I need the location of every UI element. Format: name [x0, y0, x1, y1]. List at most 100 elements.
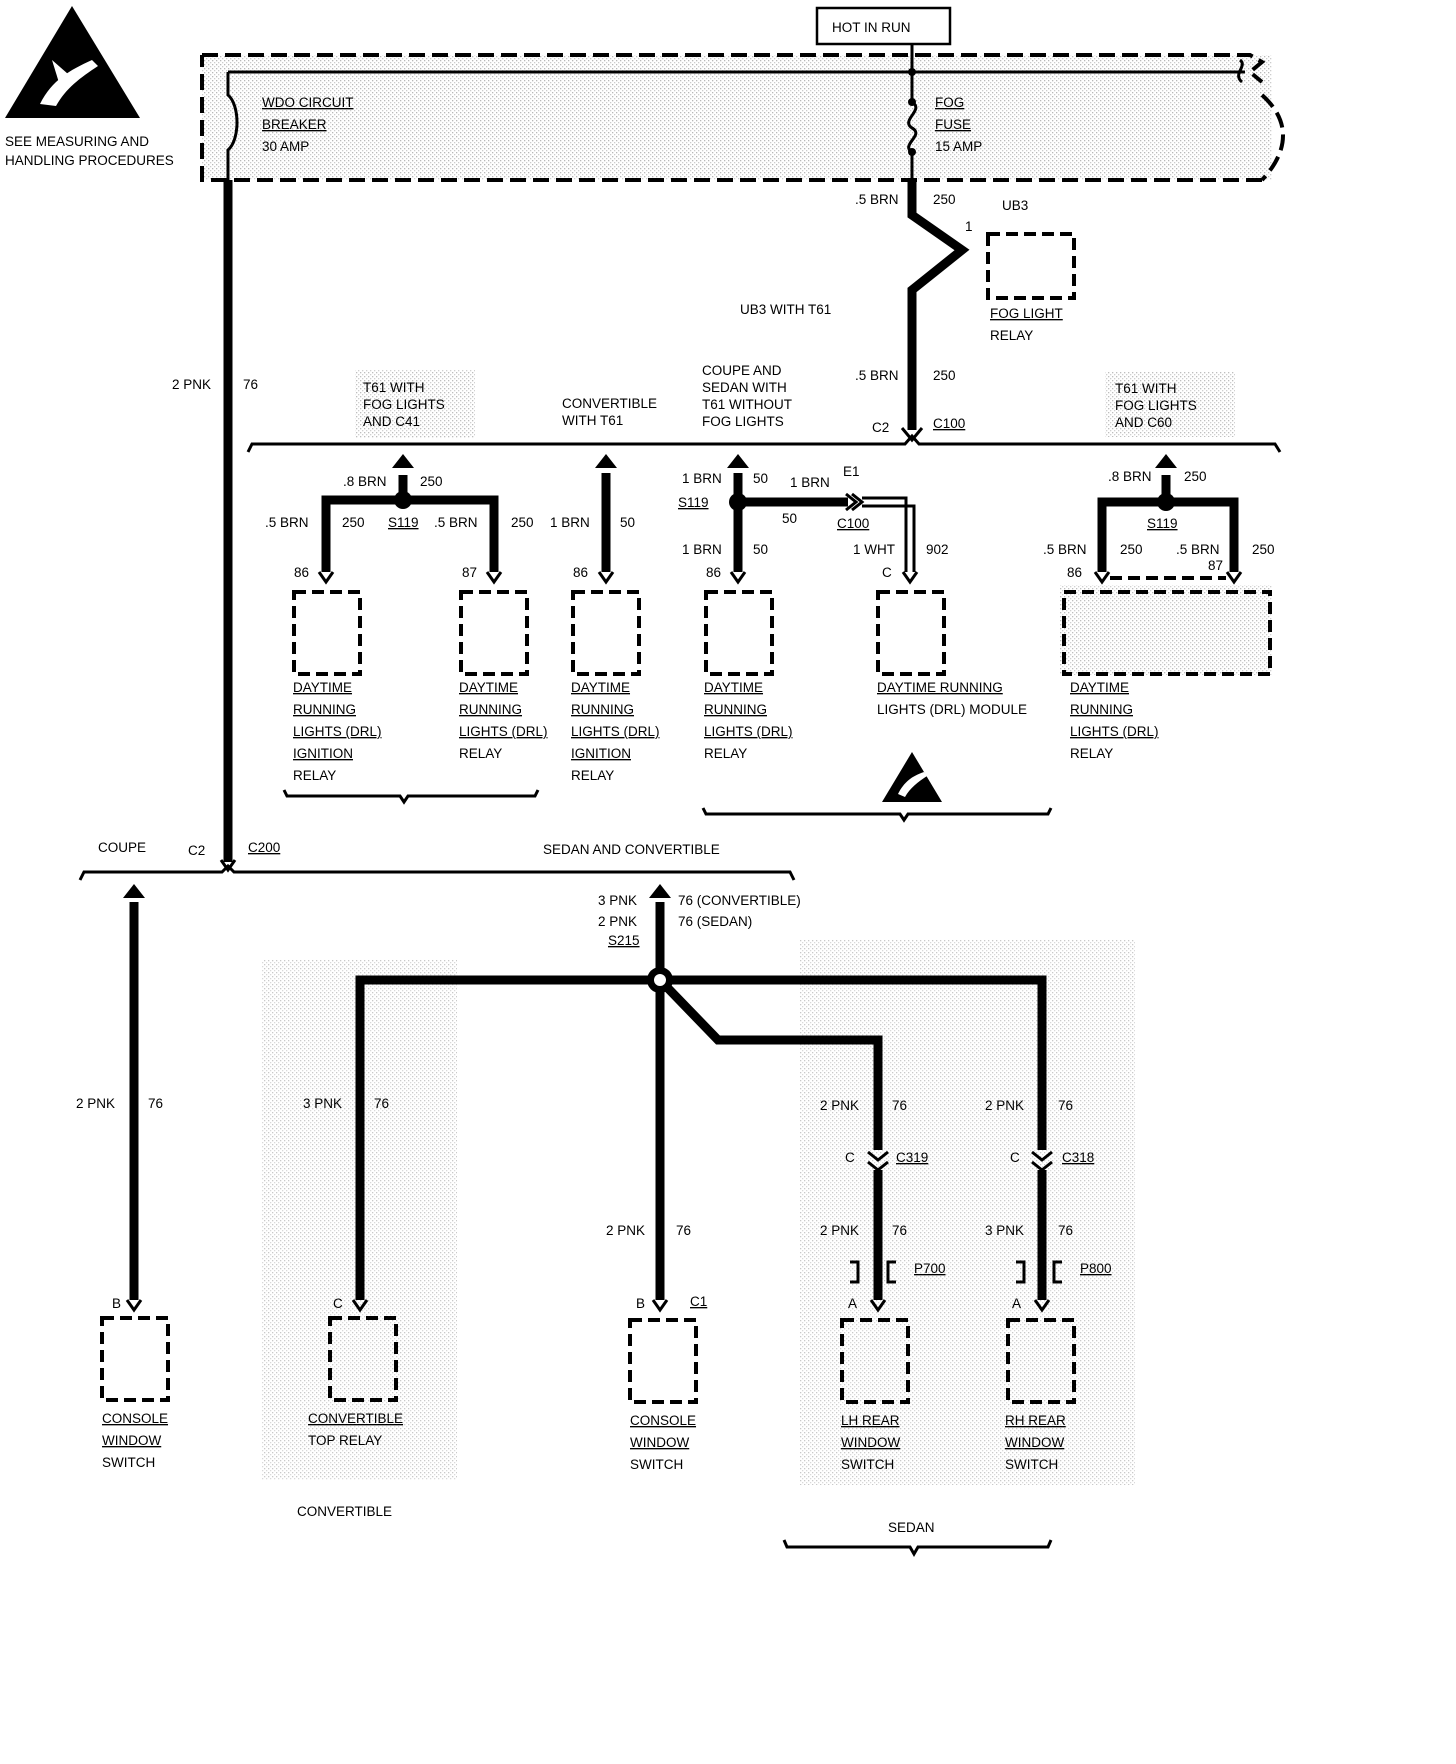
g1-pin-a: 86 [294, 565, 309, 580]
lh-pin: A [848, 1296, 857, 1311]
g3-comp-b-2: LIGHTS (DRL) MODULE [877, 702, 1027, 717]
c200-connector [219, 859, 237, 873]
g4-comp-2: RUNNING [1070, 702, 1133, 717]
g4-pin-b: 87 [1208, 558, 1223, 573]
g1-right-circuit: 250 [511, 515, 534, 530]
g1-comp-b-4: RELAY [459, 746, 502, 761]
g3-h-gauge: 1 BRN [790, 475, 830, 490]
lh-comp-3: SWITCH [841, 1457, 894, 1472]
s215-label: S215 [608, 933, 640, 948]
g1-pin-b: 87 [462, 565, 477, 580]
fuse-line2: FUSE [935, 117, 971, 132]
lh-comp-1: LH REAR [841, 1413, 900, 1428]
option-bus [246, 433, 1282, 453]
shade-sedan [800, 940, 1135, 1485]
g1-comp-b-1: DAYTIME [459, 680, 518, 695]
warning-line2: HANDLING PROCEDURES [5, 153, 174, 168]
fuse-line1: FOG [935, 95, 964, 110]
g1-comp-a-5: RELAY [293, 768, 336, 783]
g3-splice: S119 [678, 495, 709, 510]
conv-pin: C [333, 1296, 343, 1311]
coupe-comp-1: CONSOLE [102, 1411, 168, 1426]
opt4-line2: FOG LIGHTS [1115, 398, 1197, 413]
coupe-pin-connector [125, 1299, 143, 1313]
g3-wht-gauge: 1 WHT [853, 542, 895, 557]
rh-comp-1: RH REAR [1005, 1413, 1066, 1428]
fog-relay-line2: RELAY [990, 328, 1033, 343]
shade-drl-right [1060, 585, 1272, 675]
g4-comp-4: RELAY [1070, 746, 1113, 761]
center-wire-gauge: 2 PNK [606, 1223, 645, 1238]
g4-right-circuit: 250 [1252, 542, 1275, 557]
center-comp-2: WINDOW [630, 1435, 689, 1450]
fog-relay-pin: 1 [965, 219, 973, 234]
g3-comp-a-4: RELAY [704, 746, 747, 761]
wiring-diagram: SEE MEASURING AND HANDLING PROCEDURES HO… [5, 6, 1285, 1558]
conv-pin-connector [351, 1299, 369, 1313]
sedan-label: SEDAN [888, 1520, 935, 1535]
g1-comp-a-4: IGNITION [293, 746, 353, 761]
main-wire-g2: 2 PNK [598, 914, 637, 929]
main-wire-c1: 76 (CONVERTIBLE) [678, 893, 801, 908]
opt1-line1: T61 WITH [363, 380, 425, 395]
fog-wire-bottom-circuit: 250 [933, 368, 956, 383]
g4-right-gauge: .5 BRN [1176, 542, 1220, 557]
fog-feed-wire [907, 180, 970, 430]
opt4-line1: T61 WITH [1115, 381, 1177, 396]
g3-pin-c: C [882, 565, 892, 580]
g1-left-circuit: 250 [342, 515, 365, 530]
g2-comp-3: LIGHTS (DRL) [571, 724, 660, 739]
g1-top-gauge: .8 BRN [343, 474, 387, 489]
convertible-label: CONVERTIBLE [297, 1504, 392, 1519]
center-wire-circuit: 76 [676, 1223, 691, 1238]
main-wire-g1: 3 PNK [598, 893, 637, 908]
g4-comp-3: LIGHTS (DRL) [1070, 724, 1159, 739]
shade-opt1 [355, 370, 475, 438]
s215-splice-center [654, 974, 666, 986]
coupe-wire-circuit: 76 [148, 1096, 163, 1111]
opt3-line1: COUPE AND [702, 363, 782, 378]
g2-comp-2: RUNNING [571, 702, 634, 717]
ub3-with-t61: UB3 WITH T61 [740, 302, 831, 317]
c2-top-label: C2 [872, 420, 889, 435]
sedan-convertible-label: SEDAN AND CONVERTIBLE [543, 842, 720, 857]
fuse-line3: 15 AMP [935, 139, 982, 154]
rh-rear-branch [1006, 1150, 1076, 1404]
g2-gauge: 1 BRN [550, 515, 590, 530]
g2-circuit: 50 [620, 515, 635, 530]
g1-right-gauge: .5 BRN [434, 515, 478, 530]
hot-in-run-box [815, 6, 952, 46]
c200-label: C200 [248, 840, 280, 855]
g4-top-gauge: .8 BRN [1108, 469, 1152, 484]
g1-comp-b-3: LIGHTS (DRL) [459, 724, 548, 739]
warning-line1: SEE MEASURING AND [5, 134, 149, 149]
g4-top-circuit: 250 [1184, 469, 1207, 484]
g3-wht-circuit: 902 [926, 542, 949, 557]
main-lower-arrow [649, 884, 671, 898]
lh-comp-2: WINDOW [841, 1435, 900, 1450]
g3-h-circuit: 50 [782, 511, 797, 526]
g3-comp-a-2: RUNNING [704, 702, 767, 717]
fog-wire-bottom-gauge: .5 BRN [855, 368, 899, 383]
rh-conn-name: C318 [1062, 1150, 1094, 1165]
coupe-pin: B [112, 1296, 121, 1311]
c2-lower-label: C2 [188, 843, 205, 858]
main-wire-circuit: 76 [243, 377, 258, 392]
center-pin: B [636, 1296, 645, 1311]
center-switch-box [628, 1318, 698, 1404]
opt3-line2: SEDAN WITH [702, 380, 787, 395]
g4-splice: S119 [1147, 516, 1178, 531]
rh-wire1-circuit: 76 [1058, 1098, 1073, 1113]
group3 [704, 454, 946, 676]
center-pin-connector [651, 1299, 669, 1313]
lh-wire2-gauge: 2 PNK [820, 1223, 859, 1238]
g3-pin-a: 86 [706, 565, 721, 580]
opt4-line3: AND C60 [1115, 415, 1172, 430]
g3-top-gauge: 1 BRN [682, 471, 722, 486]
c100-top-label: C100 [933, 416, 965, 431]
rh-comp-3: SWITCH [1005, 1457, 1058, 1472]
g3-e1: E1 [843, 464, 860, 479]
breaker-line1: WDO CIRCUIT [262, 95, 354, 110]
main-wire-gauge: 2 PNK [172, 377, 211, 392]
g1-comp-b-2: RUNNING [459, 702, 522, 717]
